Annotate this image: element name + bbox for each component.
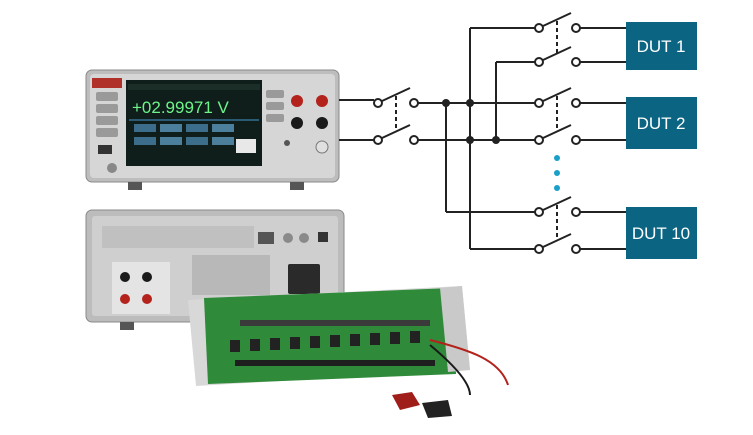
dmm-front-panel: +02.99971 V bbox=[85, 69, 340, 190]
meter-screen bbox=[126, 80, 262, 166]
dut-label: DUT 10 bbox=[632, 224, 690, 243]
usb-b-port bbox=[318, 232, 328, 242]
usb-port bbox=[98, 145, 112, 154]
trigger-out-connector bbox=[299, 233, 309, 243]
dmm-rear-panel bbox=[85, 209, 345, 330]
test-lead-black bbox=[422, 400, 452, 418]
sense-lo-terminal bbox=[291, 117, 303, 129]
power-inlet bbox=[288, 264, 320, 294]
sense-hi-terminal bbox=[291, 95, 303, 107]
switching-schematic bbox=[339, 27, 535, 250]
meter-reading: +02.99971 V bbox=[132, 98, 230, 117]
test-lead-red bbox=[392, 392, 420, 410]
switch-card bbox=[188, 286, 509, 418]
trigger-in-connector bbox=[283, 233, 293, 243]
power-button[interactable] bbox=[107, 163, 117, 173]
dut-label: DUT 2 bbox=[637, 114, 686, 133]
function-key[interactable] bbox=[266, 102, 284, 110]
input-lo-terminal bbox=[316, 117, 328, 129]
relay-dut10 bbox=[534, 196, 626, 254]
menu-key[interactable] bbox=[96, 92, 118, 101]
brand-badge bbox=[92, 78, 122, 88]
ellipsis-dots bbox=[554, 155, 560, 191]
amps-terminal bbox=[315, 140, 329, 154]
dut-label: DUT 1 bbox=[637, 37, 686, 56]
relay-dut2 bbox=[534, 87, 626, 145]
dut-box-1: DUT 1 bbox=[626, 22, 697, 70]
function-key[interactable] bbox=[266, 90, 284, 98]
lan-port bbox=[258, 232, 274, 244]
exit-key[interactable] bbox=[96, 128, 118, 137]
trigger-key[interactable] bbox=[96, 116, 118, 125]
dut-box-2: DUT 2 bbox=[626, 97, 697, 149]
schematic-junctions bbox=[442, 99, 500, 144]
front-rear-switch[interactable] bbox=[284, 140, 290, 146]
autorange-key[interactable] bbox=[96, 104, 118, 113]
relay-dut1 bbox=[534, 12, 626, 67]
dut-box-10: DUT 10 bbox=[626, 207, 697, 259]
input-hi-terminal bbox=[316, 95, 328, 107]
function-key[interactable] bbox=[266, 114, 284, 122]
